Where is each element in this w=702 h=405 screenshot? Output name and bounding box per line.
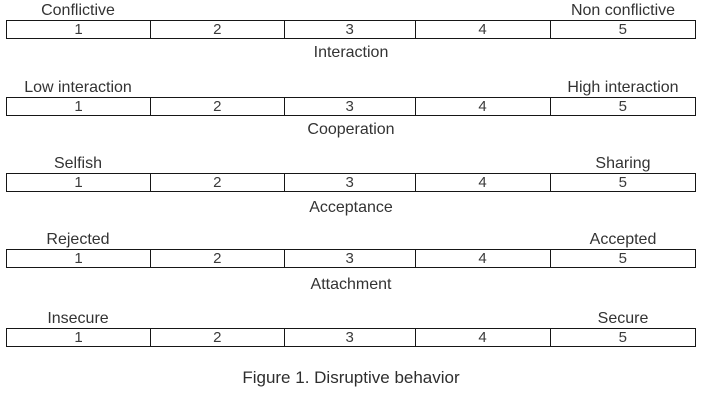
rating-cell: 4	[414, 173, 551, 192]
rating-cell: 3	[283, 97, 416, 116]
scale-block-attachment: Insecure Secure 1 2 3 4 5	[0, 310, 702, 347]
scale-title-label: Cooperation	[307, 121, 395, 138]
scale-left-anchor-label: Selfish	[53, 155, 103, 172]
rating-scale-table: 1 2 3 4 5	[6, 97, 697, 116]
scale-left-anchor-label: Conflictive	[41, 2, 115, 19]
anchor-label-row: Insecure Secure	[0, 310, 702, 328]
rating-scale-table: 1 2 3 4 5	[6, 173, 697, 192]
scale-right-anchor-label: Secure	[597, 310, 649, 327]
rating-cell: 2	[150, 328, 285, 347]
scale-left-anchor-label: Insecure	[47, 310, 109, 327]
rating-scale-table: 1 2 3 4 5	[6, 328, 697, 347]
rating-cell: 1	[6, 328, 151, 347]
rating-cell: 2	[150, 97, 285, 116]
rating-cell: 5	[549, 173, 697, 192]
figure-caption: Figure 1. Disruptive behavior	[242, 368, 460, 387]
scale-title-label: Acceptance	[309, 199, 393, 216]
rating-cell: 4	[414, 20, 551, 39]
scale-title-label: Interaction	[313, 44, 389, 61]
rating-cell: 5	[549, 97, 697, 116]
scale-block-acceptance: Rejected Accepted 1 2 3 4 5 Attachment	[0, 231, 702, 294]
rating-cell: 2	[150, 173, 285, 192]
rating-cell: 1	[6, 249, 151, 268]
anchor-label-row: Low interaction High interaction	[0, 79, 702, 97]
rating-cell: 1	[6, 20, 151, 39]
rating-cell: 4	[414, 97, 551, 116]
rating-cell: 2	[150, 20, 285, 39]
anchor-label-row: Rejected Accepted	[0, 231, 702, 249]
rating-cell: 3	[283, 20, 416, 39]
scale-right-anchor-label: Accepted	[589, 231, 657, 248]
rating-row: 1 2 3 4 5	[6, 97, 697, 116]
rating-cell: 1	[6, 173, 151, 192]
rating-row: 1 2 3 4 5	[6, 328, 697, 347]
rating-cell: 5	[549, 328, 697, 347]
rating-row: 1 2 3 4 5	[6, 173, 697, 192]
rating-cell: 1	[6, 97, 151, 116]
scale-right-anchor-label: High interaction	[567, 79, 679, 96]
rating-scale-table: 1 2 3 4 5	[6, 249, 697, 268]
scale-right-anchor-label: Sharing	[595, 155, 651, 172]
rating-row: 1 2 3 4 5	[6, 20, 697, 39]
scale-left-anchor-label: Low interaction	[24, 79, 132, 96]
rating-scale-table: 1 2 3 4 5	[6, 20, 697, 39]
rating-cell: 3	[283, 328, 416, 347]
rating-cell: 3	[283, 249, 416, 268]
anchor-label-row: Selfish Sharing	[0, 155, 702, 173]
rating-cell: 3	[283, 173, 416, 192]
rating-cell: 5	[549, 249, 697, 268]
scale-left-anchor-label: Rejected	[46, 231, 110, 248]
anchor-label-row: Conflictive Non conflictive	[0, 2, 702, 20]
scale-title-label: Attachment	[310, 276, 392, 293]
rating-cell: 4	[414, 328, 551, 347]
rating-cell: 5	[549, 20, 697, 39]
scale-block-cooperation: Selfish Sharing 1 2 3 4 5 Acceptance	[0, 155, 702, 217]
rating-row: 1 2 3 4 5	[6, 249, 697, 268]
scale-right-anchor-label: Non conflictive	[570, 2, 676, 19]
rating-cell: 4	[414, 249, 551, 268]
scale-block-conflictive: Conflictive Non conflictive 1 2 3 4 5 In…	[0, 2, 702, 62]
scale-block-interaction: Low interaction High interaction 1 2 3 4…	[0, 79, 702, 139]
rating-cell: 2	[150, 249, 285, 268]
